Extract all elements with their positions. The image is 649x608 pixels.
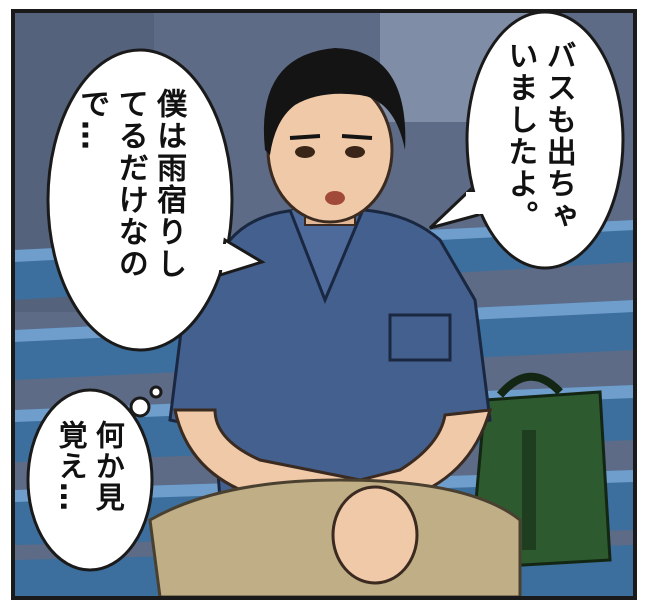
hair [263,48,406,155]
young-man [148,48,522,599]
panel-border [11,9,637,600]
bus-line-text: バスも出ちゃ いましたよ。 [502,40,576,232]
rain-line-text: 僕は雨宿りし てるだけなの で… [74,88,187,280]
speech-bubble-rain [46,48,266,352]
thought-bubble [26,385,163,572]
thought-line-text: 何か見 覚え… [54,420,126,513]
clasped-hands [331,485,419,585]
shirt-pocket [388,313,452,362]
